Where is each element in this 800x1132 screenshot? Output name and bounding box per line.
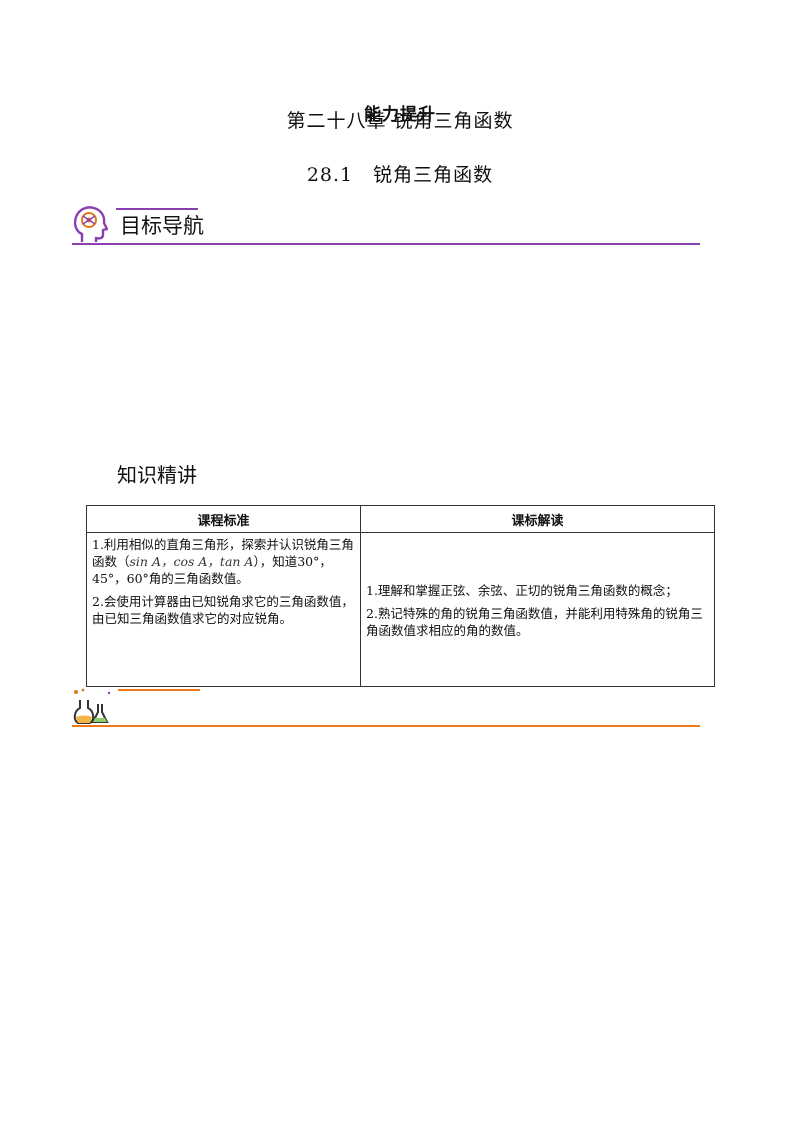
goal-divider [72, 243, 700, 245]
standards-table: 课程标准 课标解读 1.利用相似的直角三角形，探索并认识锐角三角函数（sin A… [86, 505, 715, 687]
table-header-row: 课程标准 课标解读 [86, 505, 715, 533]
overlay-title: 能力提升 [364, 105, 436, 125]
knowledge-heading: 知识精讲 [117, 463, 197, 487]
trig-formula: sin A，cos A，tan A [129, 554, 254, 569]
chapter-title: 第二十八章 锐角三角函数 [286, 110, 514, 132]
column-header: 课程标准 [86, 505, 361, 533]
standard-interpretation-cell: 1.理解和掌握正弦、余弦、正切的锐角三角函数的概念； 2.熟记特殊的角的锐角三角… [360, 532, 715, 687]
lab-section-heading [72, 686, 700, 730]
interpretation-item: 2.熟记特殊的角的锐角三角函数值，并能利用特殊角的锐角三角函数值求相应的角的数值… [366, 605, 703, 638]
standard-item: 1.利用相似的直角三角形，探索并认识锐角三角函数（sin A，cos A，tan… [92, 537, 354, 586]
lab-accent-rule [118, 689, 200, 691]
lab-divider [72, 725, 700, 727]
goal-accent-rule [116, 208, 198, 210]
column-header: 课标解读 [360, 505, 715, 533]
goal-nav-heading: 目标导航 [72, 200, 700, 248]
interpretation-item: 1.理解和掌握正弦、余弦、正切的锐角三角函数的概念； [366, 582, 678, 598]
curriculum-standard-cell: 1.利用相似的直角三角形，探索并认识锐角三角函数（sin A，cos A，tan… [86, 532, 361, 687]
lab-flask-icon [72, 688, 112, 730]
title-area: 第二十八章 锐角三角函数 能力提升 [0, 100, 800, 134]
table-row: 1.利用相似的直角三角形，探索并认识锐角三角函数（sin A，cos A，tan… [86, 532, 715, 687]
standard-item: 2.会使用计算器由已知锐角求它的三角函数值，由已知三角函数值求它的对应锐角。 [92, 594, 354, 626]
section-title: 28.1 锐角三角函数 [306, 164, 494, 186]
head-brain-icon [72, 204, 109, 248]
goal-nav-title: 目标导航 [120, 214, 204, 238]
